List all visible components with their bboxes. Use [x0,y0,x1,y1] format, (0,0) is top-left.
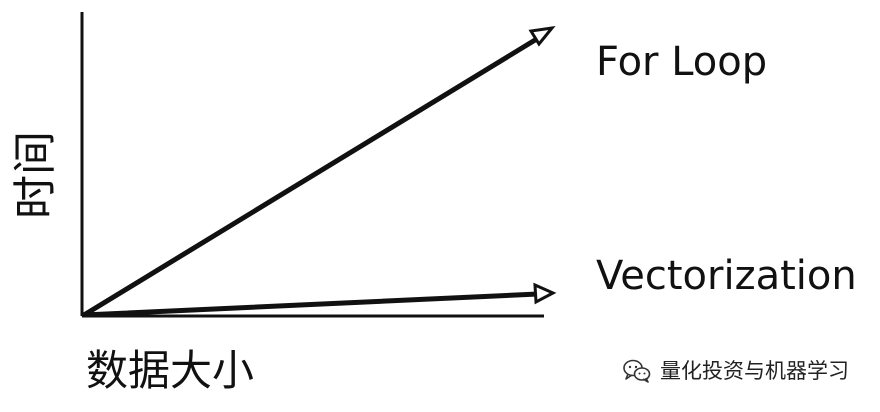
vectorization-label: Vectorization [596,253,857,299]
x-axis-label: 数据大小 [86,346,255,395]
forloop-line [81,34,543,318]
vectorization-arrowhead [533,282,557,305]
watermark: 量化投资与机器学习 [622,358,849,384]
y-axis-label: 时间 [10,131,61,219]
y-axis-label-container: 时间 [8,130,64,220]
vectorization-line [81,291,541,318]
forloop-arrowhead [528,25,556,47]
watermark-text: 量化投资与机器学习 [660,358,849,383]
wechat-icon [623,359,651,383]
forloop-label: For Loop [596,39,768,85]
